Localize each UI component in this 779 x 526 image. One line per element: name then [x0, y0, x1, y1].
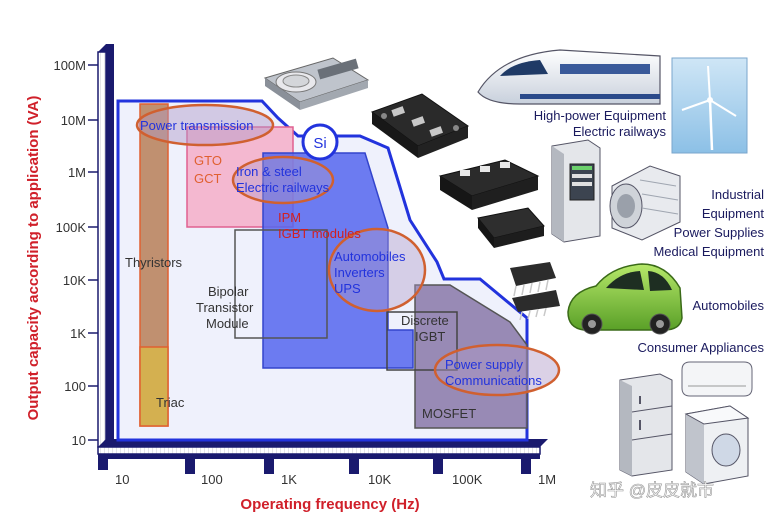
x-tick-label: 100K	[452, 472, 483, 487]
triac-region	[139, 346, 169, 427]
automobiles-right-label: Automobiles	[692, 298, 764, 313]
communications-label: Communications	[445, 373, 542, 388]
discrete-igbt-region	[386, 311, 458, 371]
discrete-igbt-label: IGBT	[415, 329, 445, 344]
triac-label: Triac	[156, 395, 185, 410]
x-tick-label: 1M	[538, 472, 556, 487]
ups-label: UPS	[334, 281, 361, 296]
watermark: 知乎 @皮皮就市	[590, 481, 714, 500]
y-tick-label: 100	[64, 379, 86, 394]
washing-machine-picture	[684, 405, 750, 485]
refrigerator-picture	[619, 373, 673, 477]
industrial-label: Industrial	[711, 187, 764, 202]
ipm-label: IPM	[278, 210, 301, 225]
x-tick-label: 100	[201, 472, 223, 487]
iron-steel-ellipse	[231, 155, 335, 205]
medical-equipment-label: Medical Equipment	[653, 244, 764, 259]
ipm-module-picture	[438, 159, 540, 210]
module-label: Module	[206, 316, 249, 331]
y-tick-label: 1K	[70, 326, 86, 341]
y-tick-label: 1M	[68, 165, 86, 180]
si-badge	[301, 123, 339, 161]
rack-equipment-picture	[551, 139, 601, 243]
mosfet-label: MOSFET	[422, 406, 476, 421]
bullet-train-picture	[477, 49, 661, 105]
electric-railways-label: Electric railways	[236, 180, 330, 195]
y-tick-label: 10M	[61, 113, 86, 128]
power-supplies-label: Power Supplies	[674, 225, 765, 240]
x-axis-title: Operating frequency (Hz)	[240, 496, 419, 513]
y-tick-label: 10K	[63, 273, 86, 288]
x-tick-label: 1K	[281, 472, 297, 487]
electric-railways-right-label: Electric railways	[573, 124, 667, 139]
automobiles-inner-label: Automobiles	[334, 249, 406, 264]
igbt-modules-label: IGBT modules	[278, 226, 361, 241]
thyristors-label: Thyristors	[125, 255, 183, 270]
equipment-label: Equipment	[702, 206, 765, 221]
car-picture	[567, 263, 683, 335]
power-transmission-ellipse	[135, 103, 275, 147]
ipm-igbt-region	[262, 152, 414, 369]
igbt-module-picture	[370, 93, 470, 158]
air-conditioner-picture	[681, 361, 753, 397]
y-tick-label: 100M	[53, 58, 86, 73]
discrete-label: Discrete	[401, 313, 449, 328]
y-tick-label: 100K	[56, 220, 87, 235]
discrete-devices-picture	[510, 262, 560, 321]
dip-ipm-picture	[477, 207, 545, 248]
inverters-label: Inverters	[334, 265, 385, 280]
y-axis-title: Output capacity according to application…	[25, 96, 42, 421]
y-axis	[88, 44, 114, 448]
press-pack-thyristor-picture	[263, 57, 370, 110]
automobiles-ellipse	[327, 227, 427, 313]
power-supply-ellipse	[433, 343, 561, 397]
wind-turbine-picture	[671, 57, 748, 154]
y-tick-label: 10	[72, 433, 86, 448]
power-supply-label: Power supply	[445, 357, 524, 372]
mosfet-region	[414, 284, 528, 429]
high-power-equipment-label: High-power Equipment	[534, 108, 667, 123]
power-transmission-label: Power transmission	[140, 118, 253, 133]
motor-picture	[609, 165, 681, 241]
bipolar-region	[234, 229, 328, 339]
consumer-appliances-label: Consumer Appliances	[638, 340, 765, 355]
bipolar-label: Bipolar	[208, 284, 249, 299]
transistor-label: Transistor	[196, 300, 254, 315]
x-tick-labels: 10 100 1K 10K 100K 1M	[115, 472, 556, 487]
y-tick-labels: 100M 10M 1M 100K 10K 1K 100 10	[53, 58, 86, 448]
gct-label: GCT	[194, 171, 222, 186]
x-tick-label: 10K	[368, 472, 391, 487]
iron-steel-label: Iron & steel	[236, 164, 302, 179]
x-axis	[97, 439, 548, 474]
si-label: Si	[313, 135, 326, 152]
gto-label: GTO	[194, 153, 222, 168]
x-tick-label: 10	[115, 472, 129, 487]
